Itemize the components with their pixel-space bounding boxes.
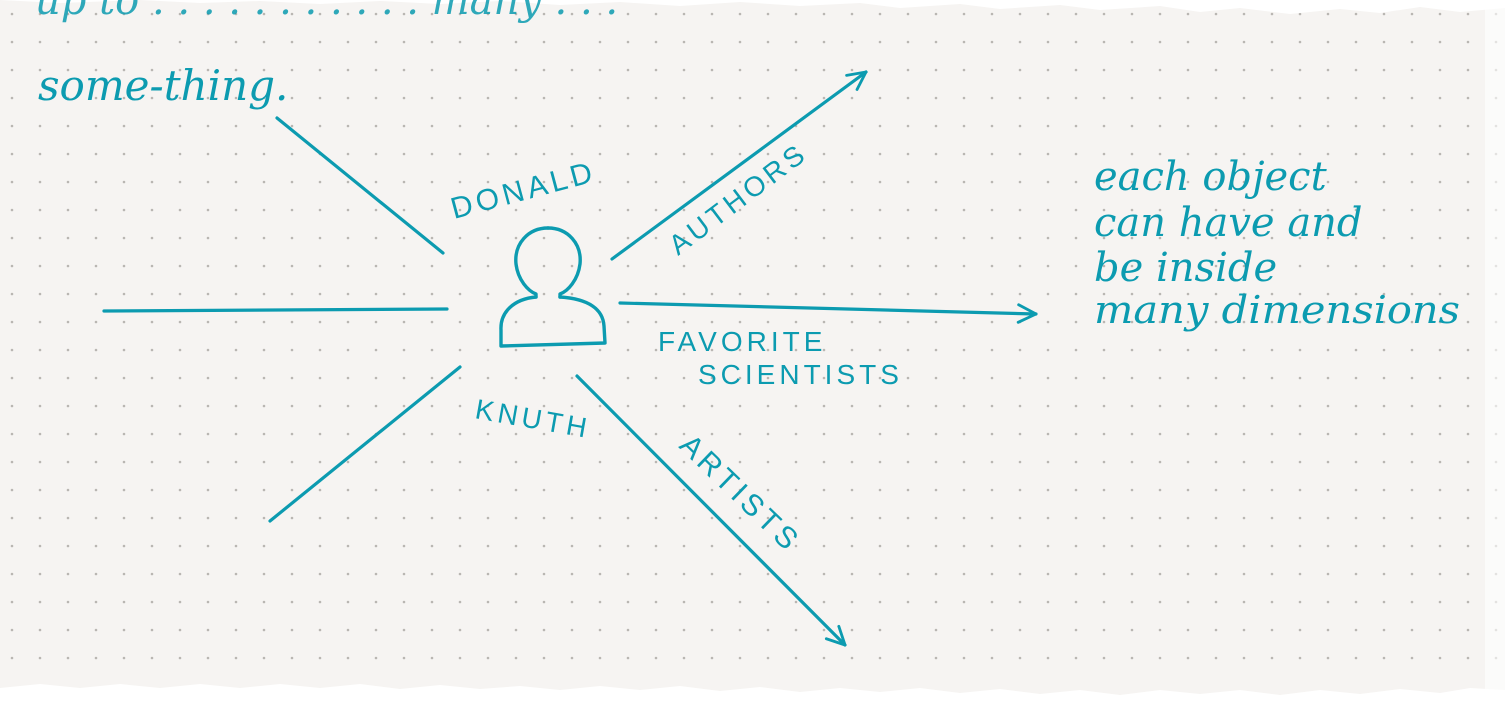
side-note-line4: many dimensions [1094, 288, 1460, 332]
ray-upper-left [275, 116, 445, 255]
person-body [499, 295, 607, 348]
right-edge-fade [1485, 0, 1505, 701]
side-note-line3: be inside [1094, 245, 1277, 291]
arrow-artists [575, 374, 847, 647]
person-head-right [546, 226, 582, 299]
person-head [514, 226, 550, 299]
label-favorite-scientists-line2: SCIENTISTS [698, 359, 903, 390]
person-icon [499, 226, 607, 348]
label-favorite-scientists-line1: FAVORITE [658, 326, 826, 357]
top-partial-line: up to . . . . . . . . . . . many . . . [35, 0, 618, 24]
ray-left [102, 307, 449, 313]
side-note-line2: can have and [1094, 200, 1363, 246]
torn-top-edge [0, 0, 1505, 14]
side-note-line1: each object [1094, 154, 1328, 200]
arrow-authors [610, 70, 868, 261]
dot-grid [0, 0, 1505, 684]
something-note: some-thing. [38, 61, 288, 110]
arrow-favorite-scientists [618, 301, 1038, 324]
ray-lower-left [268, 365, 462, 523]
